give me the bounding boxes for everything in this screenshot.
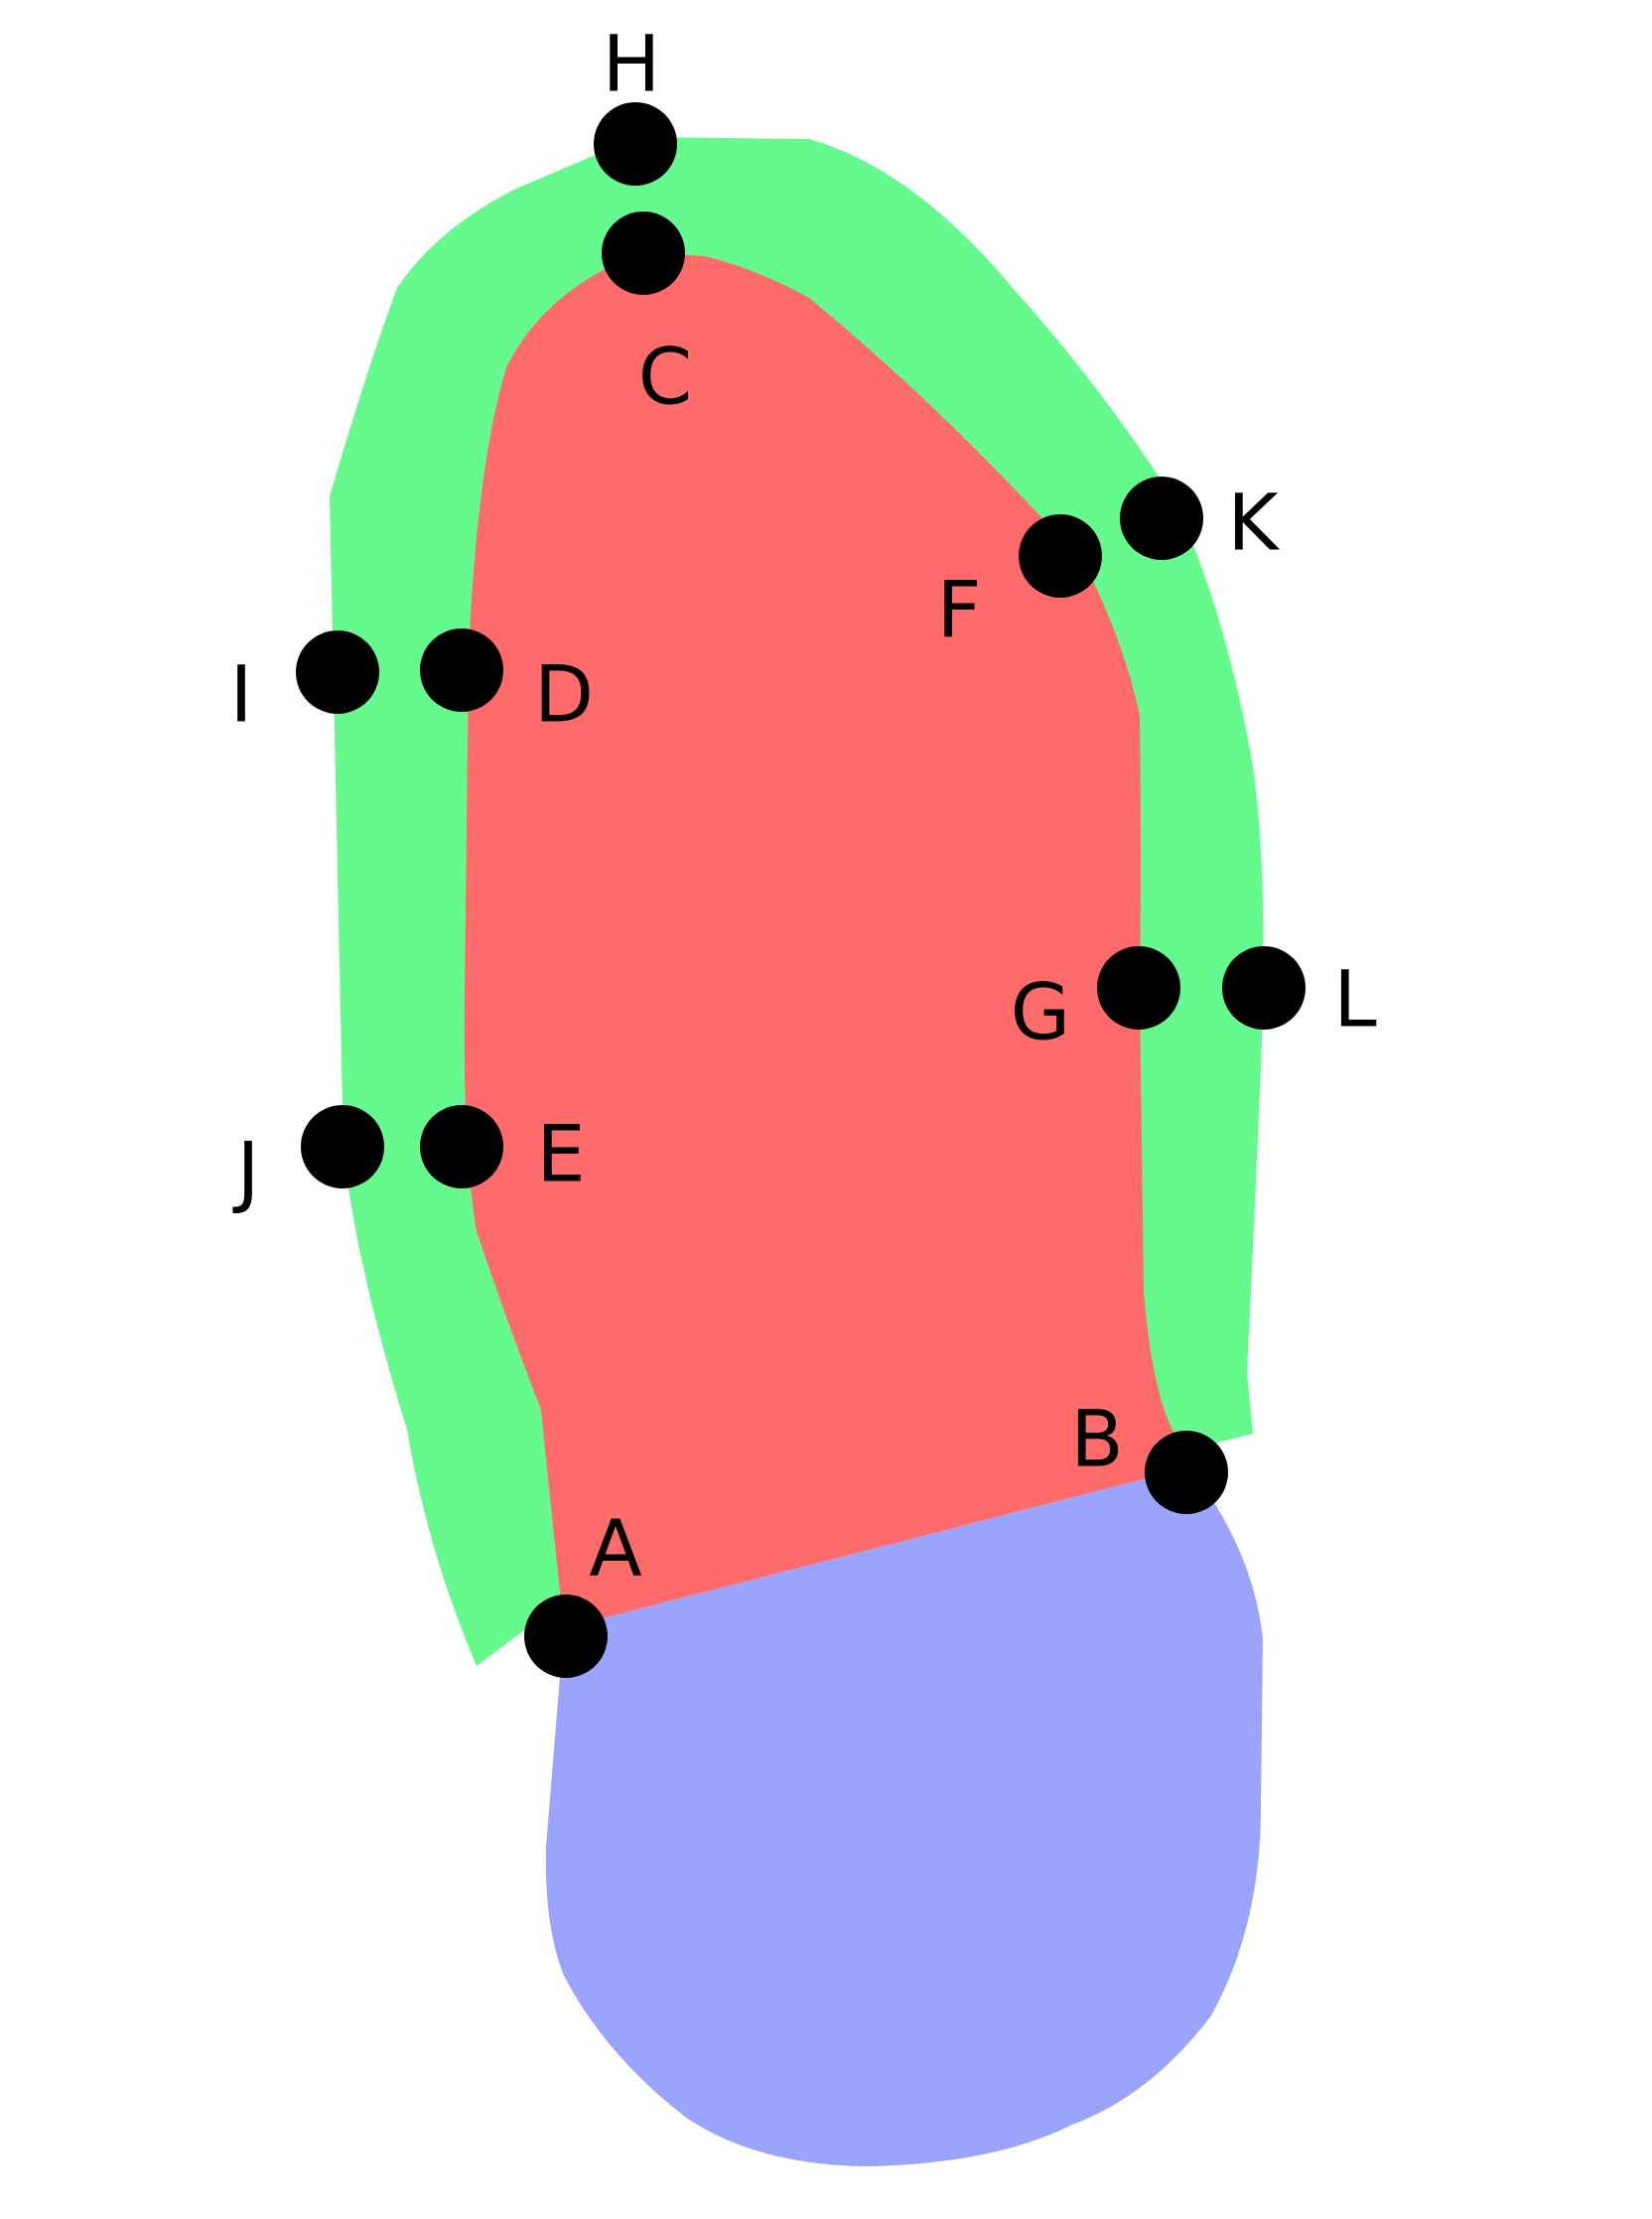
point-k-marker	[1120, 477, 1203, 560]
point-l-marker	[1222, 946, 1306, 1030]
point-g-marker	[1097, 946, 1180, 1030]
inner-region	[464, 252, 1189, 1628]
base-region	[545, 1467, 1263, 2166]
point-l-label: L	[1333, 955, 1377, 1044]
point-a-label: A	[589, 1504, 641, 1594]
point-h-marker	[594, 102, 677, 186]
point-e-marker	[420, 1105, 503, 1188]
point-h-label: H	[603, 20, 661, 109]
point-f-marker	[1019, 514, 1102, 598]
point-k-label: K	[1227, 479, 1280, 568]
point-g-label: G	[1011, 968, 1070, 1057]
point-b-label: B	[1070, 1395, 1124, 1484]
point-f-label: F	[937, 566, 982, 655]
point-j-label: J	[231, 1127, 259, 1216]
point-j-marker	[301, 1105, 384, 1188]
point-c-marker	[602, 211, 685, 295]
point-d-label: D	[534, 650, 594, 740]
point-i-label: I	[229, 650, 252, 740]
points-layer: A B C D E F G H I J K L	[229, 20, 1377, 1678]
point-a-marker	[524, 1595, 608, 1678]
point-e-label: E	[536, 1110, 585, 1199]
point-b-marker	[1145, 1431, 1228, 1514]
point-i-marker	[296, 630, 379, 714]
point-d-marker	[420, 628, 503, 712]
point-c-label: C	[638, 333, 692, 422]
